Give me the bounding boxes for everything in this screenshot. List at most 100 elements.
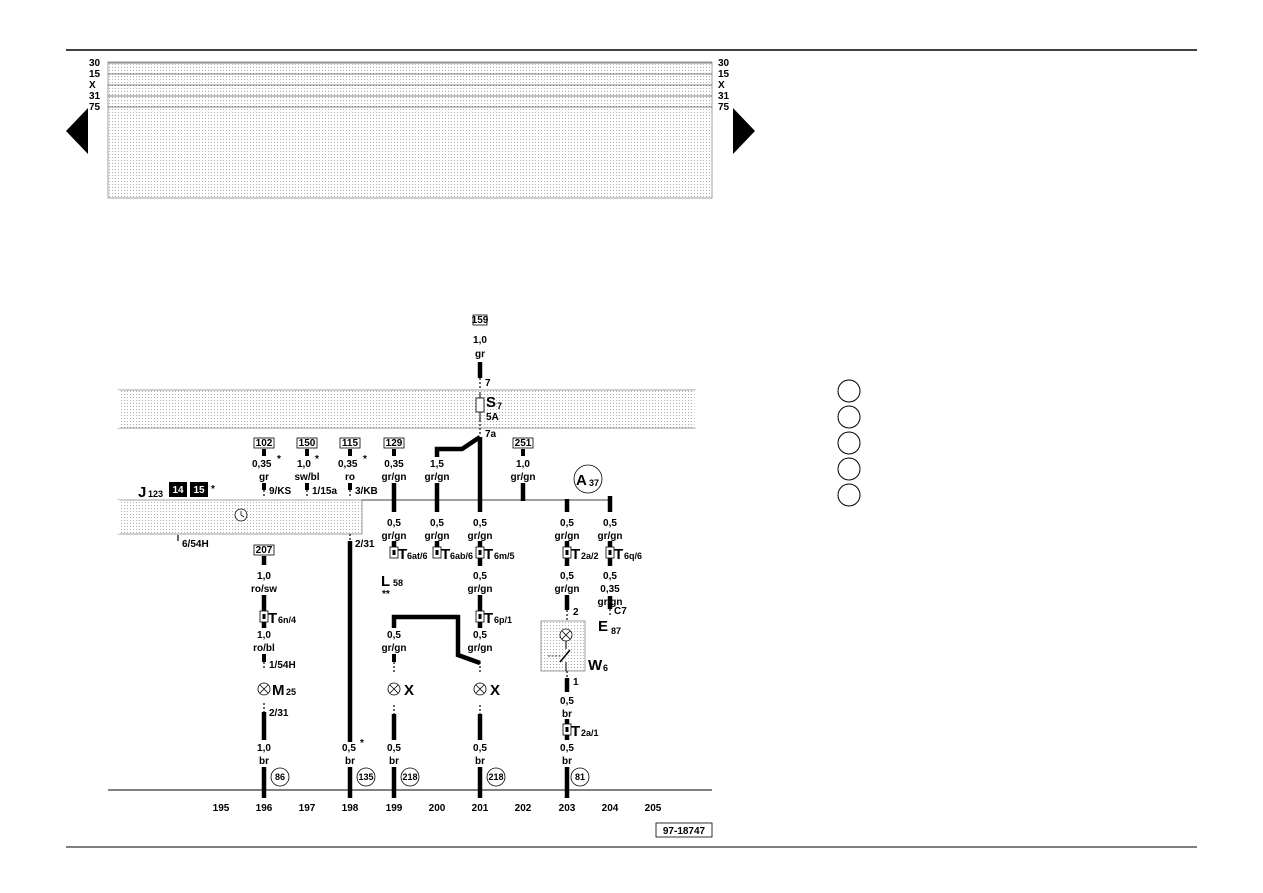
svg-text:gr: gr: [475, 349, 485, 360]
rail-label-15-right: 15: [718, 69, 730, 80]
crossover-wire: [391, 614, 481, 666]
input-102: 102 0,35 * gr 9/KS: [252, 437, 292, 497]
wire-201: 0,5 gr/gn T 6p/1: [468, 558, 512, 628]
svg-text:T: T: [571, 723, 580, 740]
drawing-id: 97-18747: [663, 826, 706, 837]
svg-text:gr/gn: gr/gn: [555, 584, 580, 595]
svg-text:*: *: [277, 454, 281, 465]
next-page-arrow-icon[interactable]: [733, 108, 755, 154]
svg-text:6m/5: 6m/5: [494, 551, 515, 561]
svg-text:T: T: [484, 610, 493, 627]
svg-text:*: *: [363, 454, 367, 465]
fuse-s7-rating: 5A: [486, 412, 499, 423]
rail-label-30-left: 30: [89, 58, 101, 69]
module-j123-band: [117, 499, 363, 535]
svg-text:87: 87: [611, 626, 621, 636]
svg-text:2: 2: [573, 607, 579, 618]
input-150: 150 1,0 * sw/bl 1/15a: [294, 437, 337, 497]
fuse-box-band: [117, 389, 697, 429]
wire-203-lower: 1 0,5 br T 2a/1: [560, 671, 599, 740]
fuse-feed: 159 1,0 gr 7 S 7 5A 7a: [434, 314, 502, 512]
svg-text:W: W: [588, 657, 603, 674]
fuse-s7-icon: [475, 397, 485, 413]
svg-text:0,5: 0,5: [473, 518, 487, 529]
svg-text:1,0: 1,0: [516, 459, 530, 470]
svg-text:X: X: [490, 682, 500, 699]
previous-page-arrow-icon[interactable]: [66, 108, 88, 154]
fuse-s7-name: S: [486, 394, 496, 411]
svg-text:3/KB: 3/KB: [355, 486, 378, 497]
svg-text:J: J: [138, 484, 146, 501]
svg-text:6: 6: [603, 663, 608, 673]
wire-198: 2/31: [347, 534, 375, 740]
svg-text:ro/bl: ro/bl: [253, 643, 275, 654]
svg-text:**: **: [382, 589, 390, 600]
svg-text:135: 135: [358, 772, 373, 782]
svg-text:1: 1: [573, 677, 579, 688]
svg-text:br: br: [389, 756, 399, 767]
svg-text:1,0: 1,0: [257, 571, 271, 582]
reference-circle-4: [837, 457, 861, 481]
ground-198: 0,5 * br 135: [342, 738, 376, 798]
control-unit-e87: E: [598, 618, 608, 635]
svg-text:0,5: 0,5: [387, 518, 401, 529]
input-129: 129 0,35 gr/gn: [382, 437, 407, 512]
svg-text:0,5: 0,5: [560, 696, 574, 707]
svg-text:br: br: [345, 756, 355, 767]
svg-text:ro: ro: [345, 472, 355, 483]
svg-text:150: 150: [299, 438, 316, 449]
svg-text:202: 202: [515, 803, 532, 814]
reference-circle-3: [837, 431, 861, 455]
svg-text:T: T: [484, 546, 493, 563]
svg-text:2a/2: 2a/2: [581, 551, 599, 561]
svg-text:115: 115: [342, 438, 359, 449]
wire-199-lower: 0,5 gr/gn X: [382, 630, 414, 740]
svg-text:0,5: 0,5: [342, 743, 356, 754]
svg-text:gr/gn: gr/gn: [425, 472, 450, 483]
svg-text:0,5: 0,5: [387, 630, 401, 641]
svg-text:0,5: 0,5: [430, 518, 444, 529]
svg-text:gr/gn: gr/gn: [468, 584, 493, 595]
ground-point-a37: A 37: [573, 464, 603, 494]
rail-label-x-left: X: [89, 80, 96, 91]
light-l58: L 58 **: [381, 573, 403, 600]
svg-text:102: 102: [256, 438, 273, 449]
svg-text:200: 200: [429, 803, 446, 814]
svg-text:25: 25: [286, 687, 296, 697]
svg-text:207: 207: [256, 545, 273, 556]
svg-text:M: M: [272, 682, 285, 699]
svg-text:1,5: 1,5: [430, 459, 444, 470]
module-j123-label: J 123 14 15 * 6/54H: [138, 482, 215, 550]
rail-label-x-right: X: [718, 80, 725, 91]
svg-text:gr/gn: gr/gn: [382, 531, 407, 542]
svg-text:L: L: [381, 573, 390, 590]
svg-text:37: 37: [589, 478, 599, 488]
svg-text:218: 218: [488, 772, 503, 782]
svg-text:1,0: 1,0: [473, 335, 487, 346]
connector-t6ab-6: T 6ab/6: [432, 541, 473, 563]
reference-circle-2: [837, 405, 861, 429]
svg-text:6p/1: 6p/1: [494, 615, 512, 625]
svg-text:86: 86: [275, 772, 285, 782]
svg-text:6n/4: 6n/4: [278, 615, 296, 625]
svg-text:218: 218: [402, 772, 417, 782]
fuse-ref: 159: [472, 315, 489, 326]
svg-text:2a/1: 2a/1: [581, 728, 599, 738]
ground-196: 1,0 br 86: [257, 743, 290, 798]
row2-wire-labels: 0,5 gr/gn 0,5 gr/gn 0,5 gr/gn 0,5 gr/gn …: [382, 518, 623, 542]
svg-text:1,0: 1,0: [297, 459, 311, 470]
input-251: 251 1,0 gr/gn: [511, 437, 536, 501]
svg-text:199: 199: [386, 803, 403, 814]
svg-text:gr/gn: gr/gn: [425, 531, 450, 542]
svg-text:81: 81: [575, 772, 585, 782]
svg-text:197: 197: [299, 803, 316, 814]
svg-text:1,0: 1,0: [257, 743, 271, 754]
svg-text:T: T: [614, 546, 623, 563]
svg-text:gr/gn: gr/gn: [468, 531, 493, 542]
rail-label-31-right: 31: [718, 91, 730, 102]
wire-204-detail: C7 E 87: [598, 596, 627, 636]
svg-text:*: *: [360, 738, 364, 749]
svg-text:205: 205: [645, 803, 662, 814]
rail-panel: [107, 61, 713, 199]
